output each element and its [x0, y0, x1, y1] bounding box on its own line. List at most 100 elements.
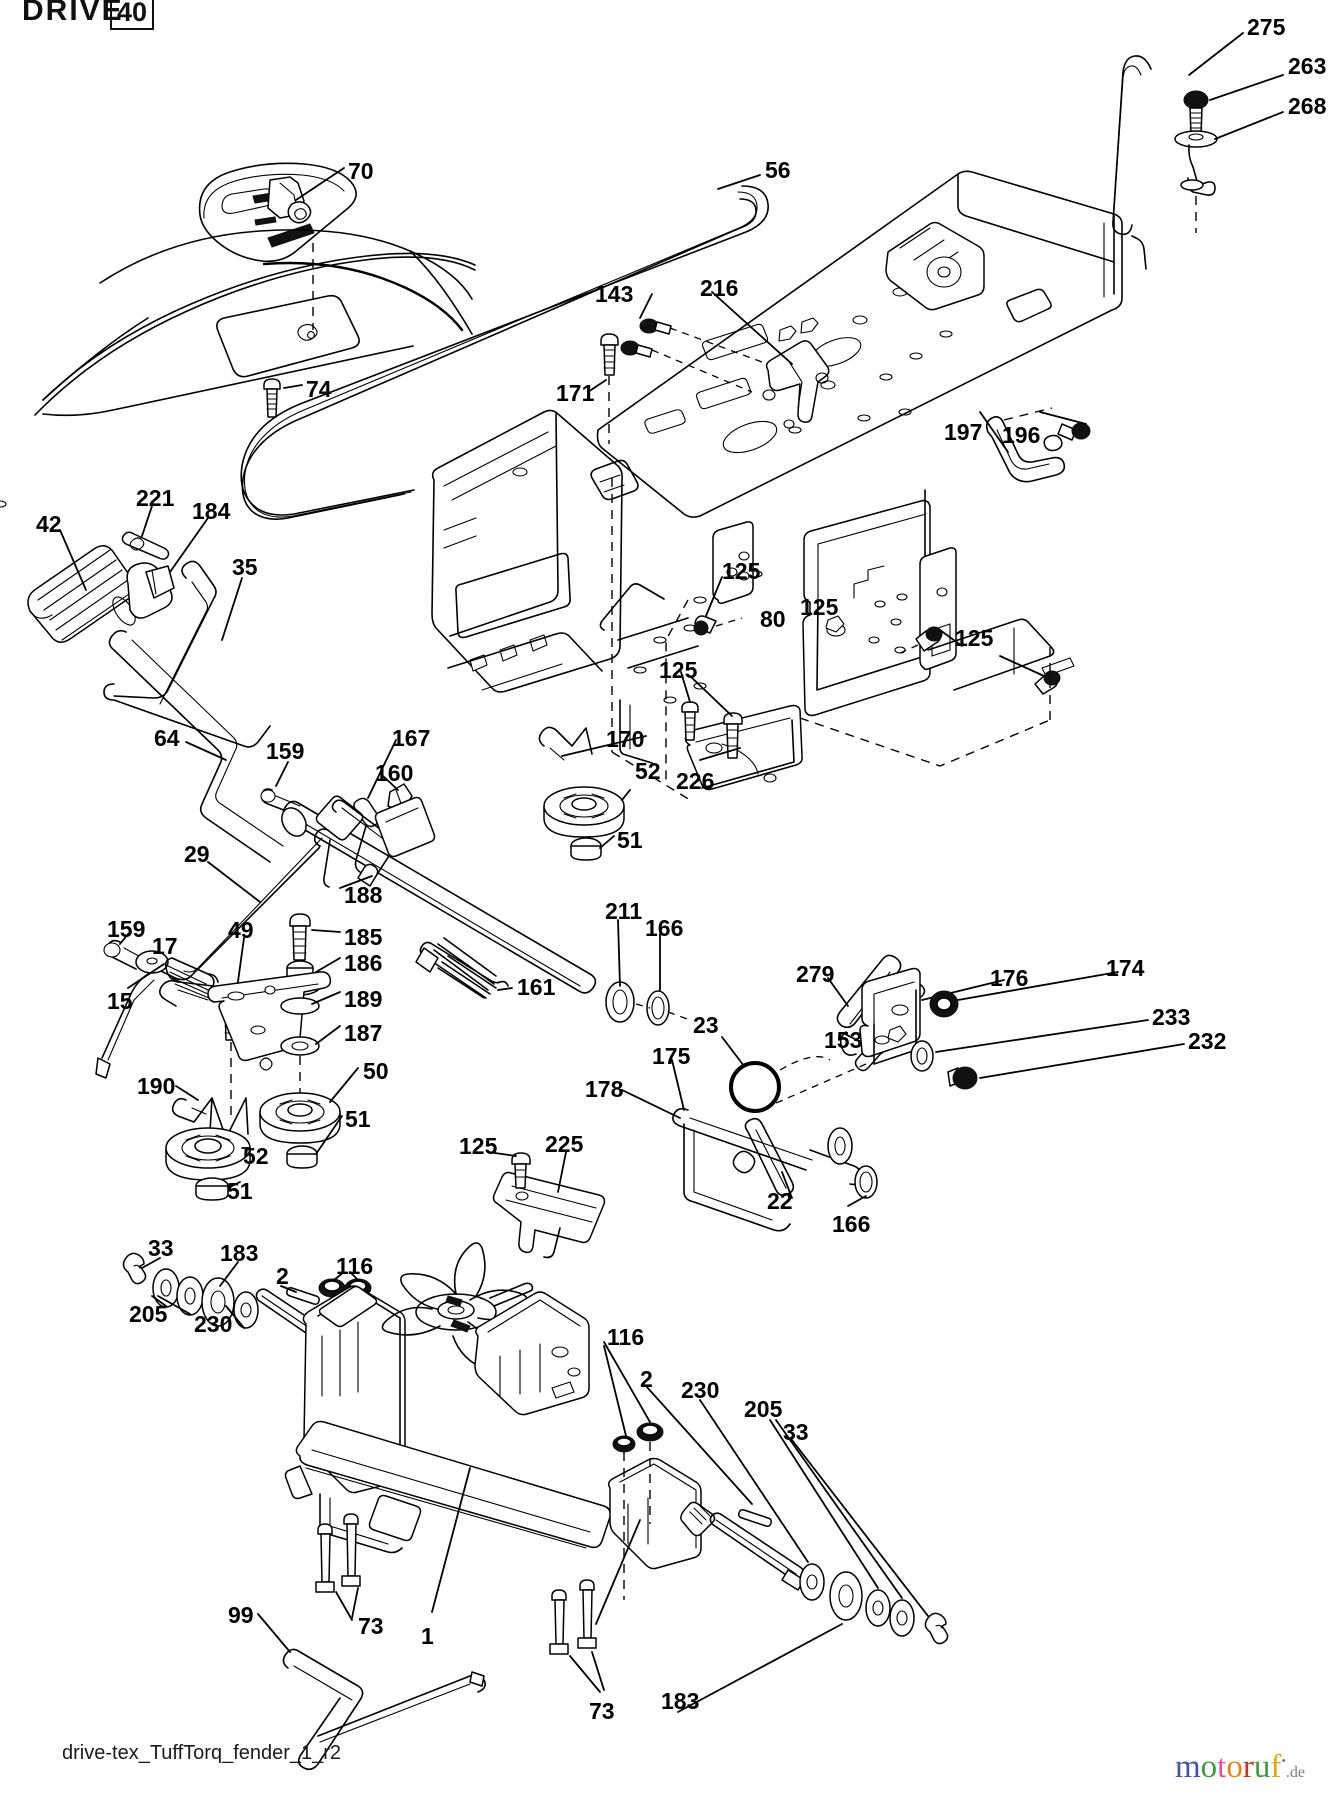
callout-233[interactable]: 233 — [1152, 1004, 1191, 1030]
logo-letter-t: t — [1217, 1749, 1227, 1785]
part-group-lever-left — [27, 505, 301, 863]
cooling-fan — [381, 1242, 534, 1372]
part-group-275-263-268 — [1112, 32, 1284, 270]
logo-letter-o: o — [1226, 1749, 1243, 1785]
part-group-bracket-80 — [611, 478, 1075, 801]
callout-170[interactable]: 170 — [606, 726, 645, 752]
callout-232[interactable]: 232 — [1188, 1028, 1227, 1054]
callout-15[interactable]: 15 — [107, 988, 133, 1014]
callout-80[interactable]: 80 — [760, 606, 786, 632]
callout-196[interactable]: 196 — [1002, 422, 1041, 448]
logo-tld: .de — [1285, 1764, 1306, 1781]
callout-178[interactable]: 178 — [585, 1076, 624, 1102]
callout-125[interactable]: 125 — [659, 657, 698, 683]
callout-33[interactable]: 33 — [783, 1419, 809, 1445]
callout-183[interactable]: 183 — [220, 1240, 259, 1266]
callout-73[interactable]: 73 — [358, 1613, 384, 1639]
callout-166[interactable]: 166 — [832, 1211, 871, 1237]
callout-189[interactable]: 189 — [344, 986, 383, 1012]
callout-125[interactable]: 125 — [800, 594, 839, 620]
callout-205[interactable]: 205 — [744, 1396, 783, 1422]
part-group-pulley-52-center — [538, 726, 647, 861]
part-group-spring-15-17 — [95, 933, 219, 1079]
callout-2[interactable]: 2 — [276, 1263, 289, 1289]
callout-184[interactable]: 184 — [192, 498, 231, 524]
callout-29[interactable]: 29 — [184, 841, 210, 867]
callout-205[interactable]: 205 — [129, 1301, 168, 1327]
callout-70[interactable]: 70 — [348, 158, 374, 184]
callout-23[interactable]: 23 — [693, 1012, 719, 1038]
callout-190[interactable]: 190 — [137, 1073, 176, 1099]
callout-56[interactable]: 56 — [765, 157, 791, 183]
callout-35[interactable]: 35 — [232, 554, 258, 580]
part-group-211-166-161 — [415, 919, 691, 1026]
callout-188[interactable]: 188 — [344, 882, 383, 908]
part-group-rod-99 — [257, 1613, 486, 1771]
callout-161[interactable]: 161 — [517, 974, 556, 1000]
callout-51[interactable]: 51 — [227, 1178, 253, 1204]
callout-166[interactable]: 166 — [645, 915, 684, 941]
diagram-filename-caption: drive-tex_TuffTorq_fender_1_r2 — [62, 1742, 342, 1764]
callout-230[interactable]: 230 — [194, 1311, 233, 1337]
callout-216[interactable]: 216 — [700, 275, 739, 301]
callout-167[interactable]: 167 — [392, 725, 431, 751]
callout-174[interactable]: 174 — [1106, 955, 1145, 981]
callout-42[interactable]: 42 — [36, 511, 62, 537]
callout-175[interactable]: 175 — [652, 1043, 691, 1069]
callout-99[interactable]: 99 — [228, 1602, 254, 1628]
callout-159[interactable]: 159 — [107, 916, 146, 942]
callout-73[interactable]: 73 — [589, 1698, 615, 1724]
callout-52[interactable]: 52 — [635, 758, 661, 784]
part-group-chassis-frame — [0, 170, 1123, 764]
callout-125[interactable]: 125 — [722, 558, 761, 584]
callout-187[interactable]: 187 — [344, 1020, 383, 1046]
callout-230[interactable]: 230 — [681, 1377, 720, 1403]
callout-185[interactable]: 185 — [344, 924, 383, 950]
callout-143[interactable]: 143 — [595, 281, 634, 307]
callout-275[interactable]: 275 — [1247, 14, 1286, 40]
callout-268[interactable]: 268 — [1288, 93, 1327, 119]
callout-225[interactable]: 225 — [545, 1131, 584, 1157]
callout-176[interactable]: 176 — [990, 965, 1029, 991]
callout-159[interactable]: 159 — [266, 738, 305, 764]
page-section-title: DRIVE — [22, 0, 124, 27]
callout-116[interactable]: 116 — [336, 1253, 374, 1279]
logo-letter-m: m — [1175, 1749, 1201, 1785]
callout-2[interactable]: 2 — [640, 1366, 653, 1392]
callout-125[interactable]: 125 — [955, 625, 994, 651]
callout-116[interactable]: 116 — [607, 1324, 645, 1350]
callout-171[interactable]: 171 — [556, 380, 595, 406]
callout-50[interactable]: 50 — [363, 1058, 389, 1084]
callout-279[interactable]: 279 — [796, 961, 835, 987]
callout-51[interactable]: 51 — [345, 1106, 371, 1132]
callout-211[interactable]: 211 — [605, 898, 643, 924]
callout-263[interactable]: 263 — [1288, 53, 1327, 79]
part-group-197-196 — [979, 407, 1091, 483]
callout-22[interactable]: 22 — [767, 1188, 793, 1214]
callout-160[interactable]: 160 — [375, 760, 414, 786]
logo-letter-o: o — [1200, 1749, 1218, 1785]
logo-letter-f: f — [1270, 1749, 1282, 1785]
callout-153[interactable]: 153 — [824, 1027, 863, 1053]
callout-226[interactable]: 226 — [676, 768, 715, 794]
callout-52[interactable]: 52 — [243, 1143, 269, 1169]
callout-49[interactable]: 49 — [228, 917, 254, 943]
callout-33[interactable]: 33 — [148, 1235, 174, 1261]
logo-letters: motoruf — [1175, 1749, 1281, 1785]
callout-51[interactable]: 51 — [617, 827, 643, 853]
callout-186[interactable]: 186 — [344, 950, 383, 976]
callout-183[interactable]: 183 — [661, 1688, 700, 1714]
callout-64[interactable]: 64 — [154, 725, 180, 751]
callout-17[interactable]: 17 — [152, 933, 178, 959]
part-group-bracket-176 — [759, 967, 1185, 1111]
part-group-pulley-52-51-left — [165, 1067, 359, 1201]
callout-74[interactable]: 74 — [306, 376, 332, 402]
part-group-216-143 — [587, 291, 830, 444]
callout-125[interactable]: 125 — [459, 1133, 498, 1159]
callout-1[interactable]: 1 — [421, 1623, 434, 1649]
part-group-center-shaft — [158, 739, 597, 1007]
callout-221[interactable]: 221 — [136, 485, 175, 511]
callout-197[interactable]: 197 — [944, 419, 983, 445]
